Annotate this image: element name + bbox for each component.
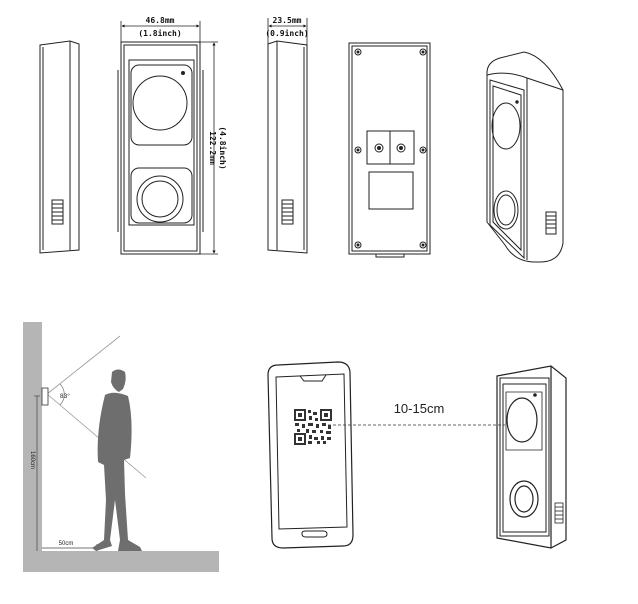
speaker-grille (545, 211, 557, 235)
floor (23, 551, 219, 572)
wall-device (41, 387, 49, 406)
distance-label: 50cm (59, 541, 74, 547)
back-view (348, 42, 431, 258)
speaker-grille (51, 199, 64, 225)
front-view (117, 41, 204, 255)
front-width-mm: 46.8mm (146, 16, 175, 25)
speaker-grille (281, 199, 294, 225)
front-height-dimension: 122.2mm (4.8inch) (200, 41, 228, 255)
camera-lens (506, 397, 538, 443)
installation-diagram: 83° 160cm 50cm (23, 322, 219, 572)
side-depth-dimension: 23.5mm (0.9inch) (265, 16, 309, 45)
call-button (493, 190, 519, 230)
call-button (136, 175, 184, 223)
scan-distance-label: 10-15cm (394, 401, 445, 416)
doorbell-perspective (496, 365, 567, 549)
front-height-inch: (4.8inch) (218, 126, 228, 169)
left-side-view (39, 40, 80, 254)
mount-height-label: 160cm (29, 451, 35, 469)
side-depth-inch: (0.9inch) (265, 28, 308, 38)
person-silhouette (92, 369, 142, 551)
right-side-view (267, 40, 308, 254)
camera-lens (491, 102, 521, 150)
home-button (301, 530, 328, 538)
side-depth-mm: 23.5mm (273, 16, 302, 25)
front-height-mm: 122.2mm (208, 131, 217, 165)
wall (23, 322, 42, 572)
speaker-grille (554, 502, 564, 524)
label-area (368, 171, 414, 210)
perspective-view (486, 51, 564, 263)
front-width-inch: (1.8inch) (138, 28, 181, 38)
camera-lens (132, 75, 188, 131)
qr-code (294, 409, 332, 445)
phone (267, 361, 354, 549)
call-button (509, 480, 539, 518)
view-angle-label: 83° (60, 392, 70, 400)
front-width-dimension: 46.8mm (1.8inch) (120, 16, 201, 42)
indicator-dot (181, 71, 185, 75)
